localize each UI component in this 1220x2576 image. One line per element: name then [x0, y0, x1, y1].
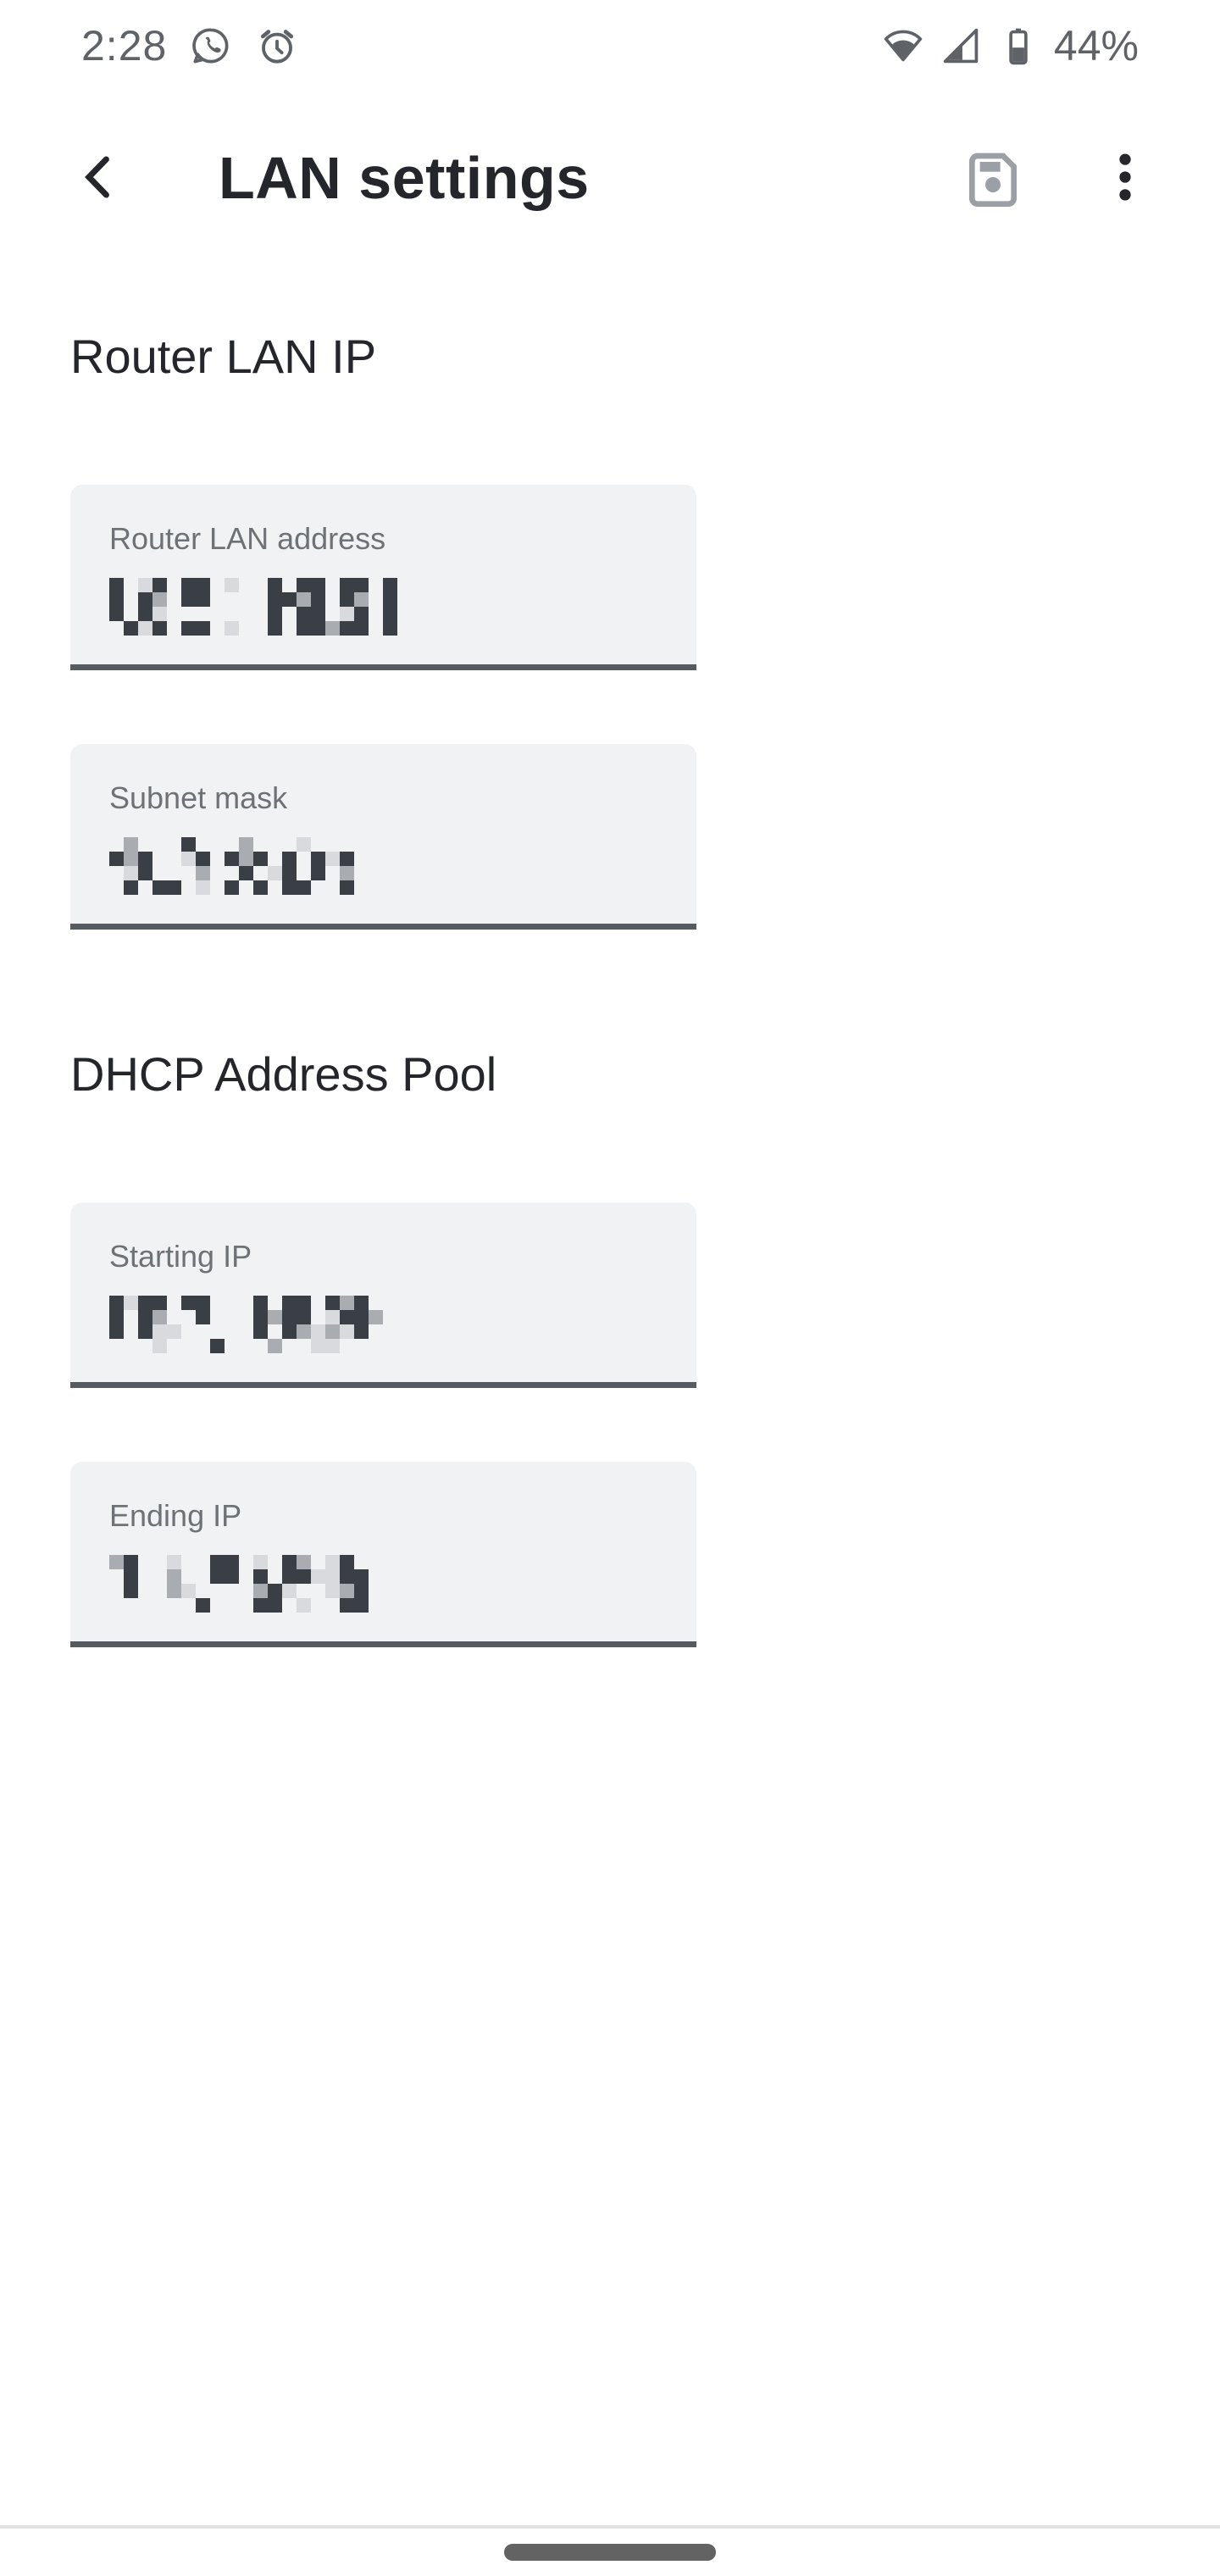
status-clock: 2:28 [81, 22, 168, 69]
settings-content: Router LAN IP Router LAN address Subnet … [0, 329, 1220, 1647]
field-ending-ip[interactable]: Ending IP [70, 1462, 696, 1647]
field-label: Starting IP [109, 1239, 252, 1274]
wifi-icon [881, 24, 925, 68]
save-button[interactable] [952, 137, 1034, 219]
status-bar: 2:28 [0, 0, 1220, 85]
page-title: LAN settings [219, 145, 590, 211]
field-starting-ip[interactable]: Starting IP [70, 1202, 696, 1388]
whatsapp-notification-icon [189, 24, 233, 68]
chevron-left-icon [71, 148, 129, 208]
field-label: Ending IP [109, 1498, 242, 1533]
gesture-handle[interactable] [504, 2544, 716, 2561]
field-subnet-mask[interactable]: Subnet mask [70, 744, 696, 930]
cellular-signal-icon [939, 24, 983, 68]
save-icon [959, 143, 1027, 214]
system-nav-bar [0, 2525, 1220, 2576]
battery-percent-label: 44% [1053, 22, 1139, 69]
back-button[interactable] [66, 144, 134, 212]
app-bar: LAN settings [0, 85, 1220, 254]
redacted-value [109, 578, 657, 636]
redacted-value [109, 837, 657, 895]
field-label: Router LAN address [109, 521, 386, 556]
section-title-router-lan-ip: Router LAN IP [70, 330, 377, 383]
overflow-menu-icon [1093, 145, 1157, 212]
section-title-dhcp-address-pool: DHCP Address Pool [70, 1047, 497, 1101]
redacted-value [109, 1555, 657, 1613]
field-label: Subnet mask [109, 780, 288, 815]
battery-icon [996, 24, 1040, 68]
alarm-icon [255, 24, 299, 68]
overflow-menu-button[interactable] [1084, 137, 1166, 219]
field-router-lan-address[interactable]: Router LAN address [70, 485, 696, 670]
redacted-value [109, 1296, 657, 1353]
